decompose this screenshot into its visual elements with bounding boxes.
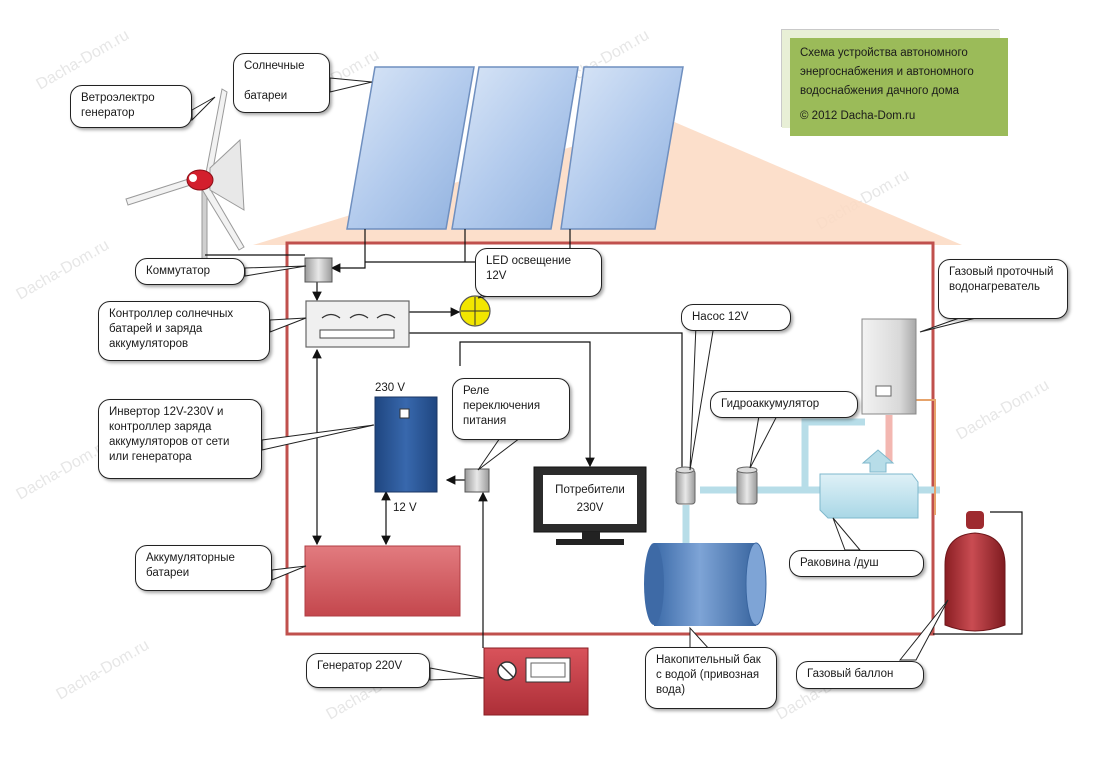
callout-commutator: Коммутатор [135,258,245,285]
solar-panel [451,66,579,230]
gas-water-heater [861,318,917,415]
callout-water-tank: Накопительный бак с водой (привозная вод… [645,647,777,709]
info-title: Схема устройства автономного энергоснабж… [800,47,974,97]
wind-generator [125,88,245,261]
gas-bottle [944,511,1006,632]
callout-pump: Насос 12V [681,304,791,331]
commutator-box [304,257,333,283]
water-pipes [682,418,940,545]
solar-panels [346,66,684,230]
label-230v: 230 V [375,382,406,394]
callout-relay: Реле переключения питания [452,378,570,440]
callout-inverter: Инвертор 12V-230V и контроллер заряда ак… [98,399,262,479]
callout-gas-bottle: Газовый баллон [796,661,924,689]
watermark: Dacha-Dom.ru [54,637,153,704]
water-tank [644,542,767,626]
generator-220v [483,647,589,716]
callout-solar-panels: Солнечные батареи [233,53,330,113]
callout-sink-shower: Раковина /душ [789,550,924,577]
charge-controller [305,300,410,348]
solar-panel [560,66,684,230]
sink-shower [819,449,919,519]
callout-hydro-accumulator: Гидроаккумулятор [710,391,858,418]
watermark: Dacha-Dom.ru [954,377,1053,444]
led-lamp [459,295,491,327]
watermark: Dacha-Dom.ru [34,27,133,94]
inverter [374,396,438,493]
watermark: Dacha-Dom.ru [14,237,113,304]
callout-generator: Генератор 220V [306,653,430,688]
hydro-accumulator [736,466,758,505]
battery-bank [304,545,461,617]
callout-charge-controller: Контроллер солнечных батарей и заряда ак… [98,301,270,361]
callout-wind-generator: Ветроэлектро генератор [70,85,192,128]
solar-panel [346,66,475,230]
gas-pipe [915,399,936,515]
callout-gas-water-heater: Газовый проточный водонагреватель [938,259,1068,319]
callout-batteries: Аккумуляторные батареи [135,545,272,591]
relay-box [464,468,490,493]
label-12v: 12 V [393,502,417,514]
info-copyright: © 2012 Dacha-Dom.ru [800,110,916,122]
consumers-tv [533,466,647,545]
pump [675,466,696,505]
callout-led-lighting: LED освещение 12V [475,248,602,297]
info-box: Схема устройства автономного энергоснабж… [790,38,1008,136]
label-consumers: Потребители 230V [555,484,625,514]
